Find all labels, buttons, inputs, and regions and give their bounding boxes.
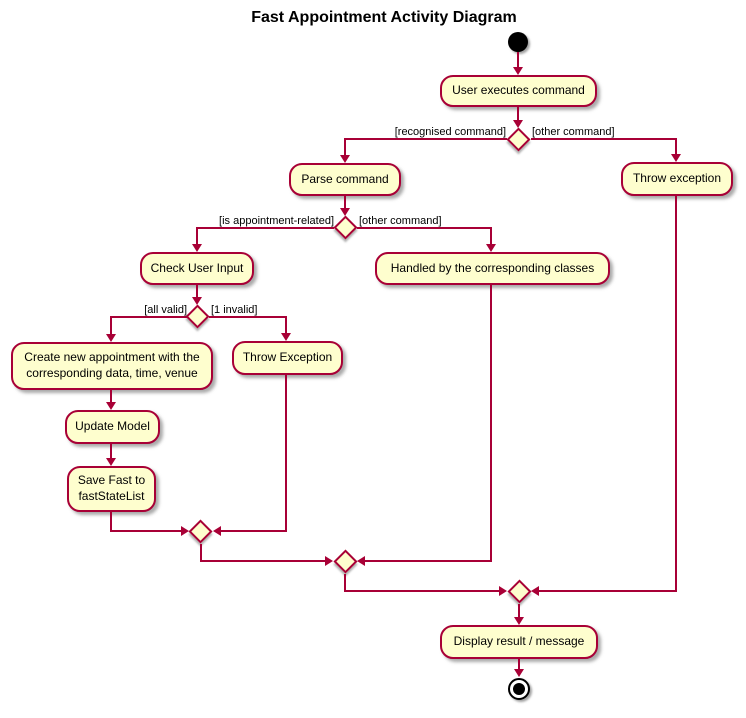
arrowhead-down-icon <box>514 669 524 677</box>
edge-save-fast-to-merge1 <box>110 530 181 532</box>
arrowhead-left-icon <box>531 586 539 596</box>
merge-diamond-1 <box>188 519 213 544</box>
activity-update-model: Update Model <box>65 410 160 444</box>
arrowhead-down-icon <box>106 334 116 342</box>
edge-merge2-to-merge3 <box>344 574 346 592</box>
edge-throw-other-to-merge3 <box>675 196 677 592</box>
edge-throw-other-to-merge3 <box>539 590 677 592</box>
arrowhead-down-icon <box>192 244 202 252</box>
arrowhead-down-icon <box>513 67 523 75</box>
edge-throw-invalid-to-merge1 <box>221 530 287 532</box>
edge-decision-command-to-throw-exception <box>531 138 677 140</box>
edge-merge1-to-merge2 <box>200 544 202 562</box>
activity-display-result: Display result / message <box>440 625 598 659</box>
edge-decision-appointment-to-handled <box>357 227 492 229</box>
decision-appointment-diamond <box>333 215 358 240</box>
edge-start-to-user-executes <box>517 52 519 67</box>
edge-label-one-invalid: [1 invalid] <box>211 304 258 316</box>
edge-display-result-to-end <box>518 659 520 669</box>
activity-create-appointment: Create new appointment with the correspo… <box>11 342 213 390</box>
merge-diamond-2 <box>333 549 358 574</box>
end-node <box>508 678 530 700</box>
activity-check-user-input: Check User Input <box>140 252 254 285</box>
arrowhead-down-icon <box>281 333 291 341</box>
diagram-title: Fast Appointment Activity Diagram <box>251 9 517 26</box>
decision-command-diamond <box>506 127 531 152</box>
edge-update-model-to-save-fast <box>110 444 112 458</box>
edge-decision-valid-to-create <box>110 316 187 318</box>
end-node-dot <box>513 683 525 695</box>
edge-decision-valid-to-throw-invalid <box>285 318 287 333</box>
arrowhead-right-icon <box>181 526 189 536</box>
arrowhead-right-icon <box>325 556 333 566</box>
edge-decision-valid-to-create <box>110 318 112 334</box>
decision-valid-diamond <box>185 304 210 329</box>
edge-decision-command-to-parse <box>344 140 346 155</box>
activity-handled-by-classes: Handled by the corresponding classes <box>375 252 610 285</box>
edge-merge3-to-display-result <box>518 604 520 617</box>
start-node <box>508 32 528 52</box>
edge-label-is-appointment-related: [is appointment-related] <box>219 215 334 227</box>
activity-parse-command: Parse command <box>289 163 401 196</box>
arrowhead-left-icon <box>213 526 221 536</box>
arrowhead-right-icon <box>499 586 507 596</box>
activity-throw-exception-invalid: Throw Exception <box>232 341 343 375</box>
edge-label-other-command-top: [other command] <box>532 126 615 138</box>
edge-label-recognised-command: [recognised command] <box>394 126 506 138</box>
arrowhead-down-icon <box>671 154 681 162</box>
edge-decision-appointment-to-check-input <box>196 227 334 229</box>
edge-check-input-to-decision-valid <box>196 285 198 297</box>
activity-throw-exception-other: Throw exception <box>621 162 733 196</box>
edge-throw-invalid-to-merge1 <box>285 375 287 532</box>
arrowhead-down-icon <box>513 120 523 128</box>
arrowhead-down-icon <box>106 458 116 466</box>
arrowhead-down-icon <box>514 617 524 625</box>
merge-diamond-3 <box>507 579 532 604</box>
edge-handled-to-merge2 <box>365 560 492 562</box>
activity-save-fast: Save Fast to fastStateList <box>67 466 156 512</box>
edge-handled-to-merge2 <box>490 285 492 562</box>
arrowhead-down-icon <box>340 155 350 163</box>
arrowhead-down-icon <box>106 402 116 410</box>
edge-create-to-update-model <box>110 390 112 402</box>
activity-user-executes-command: User executes command <box>440 75 597 107</box>
arrowhead-down-icon <box>340 208 350 216</box>
edge-decision-command-to-throw-exception <box>675 140 677 154</box>
arrowhead-down-icon <box>486 244 496 252</box>
edge-decision-appointment-to-check-input <box>196 229 198 244</box>
edge-merge1-to-merge2 <box>200 560 325 562</box>
edge-label-all-valid: [all valid] <box>144 304 187 316</box>
edge-label-other-command-mid: [other command] <box>359 215 442 227</box>
arrowhead-down-icon <box>192 297 202 305</box>
edge-merge2-to-merge3 <box>344 590 499 592</box>
edge-decision-appointment-to-handled <box>490 229 492 244</box>
edge-decision-command-to-parse <box>344 138 507 140</box>
edge-parse-to-decision-appointment <box>344 196 346 208</box>
arrowhead-left-icon <box>357 556 365 566</box>
edge-decision-valid-to-throw-invalid <box>209 316 287 318</box>
edge-save-fast-to-merge1 <box>110 512 112 532</box>
edge-user-executes-to-decision-command <box>517 107 519 120</box>
